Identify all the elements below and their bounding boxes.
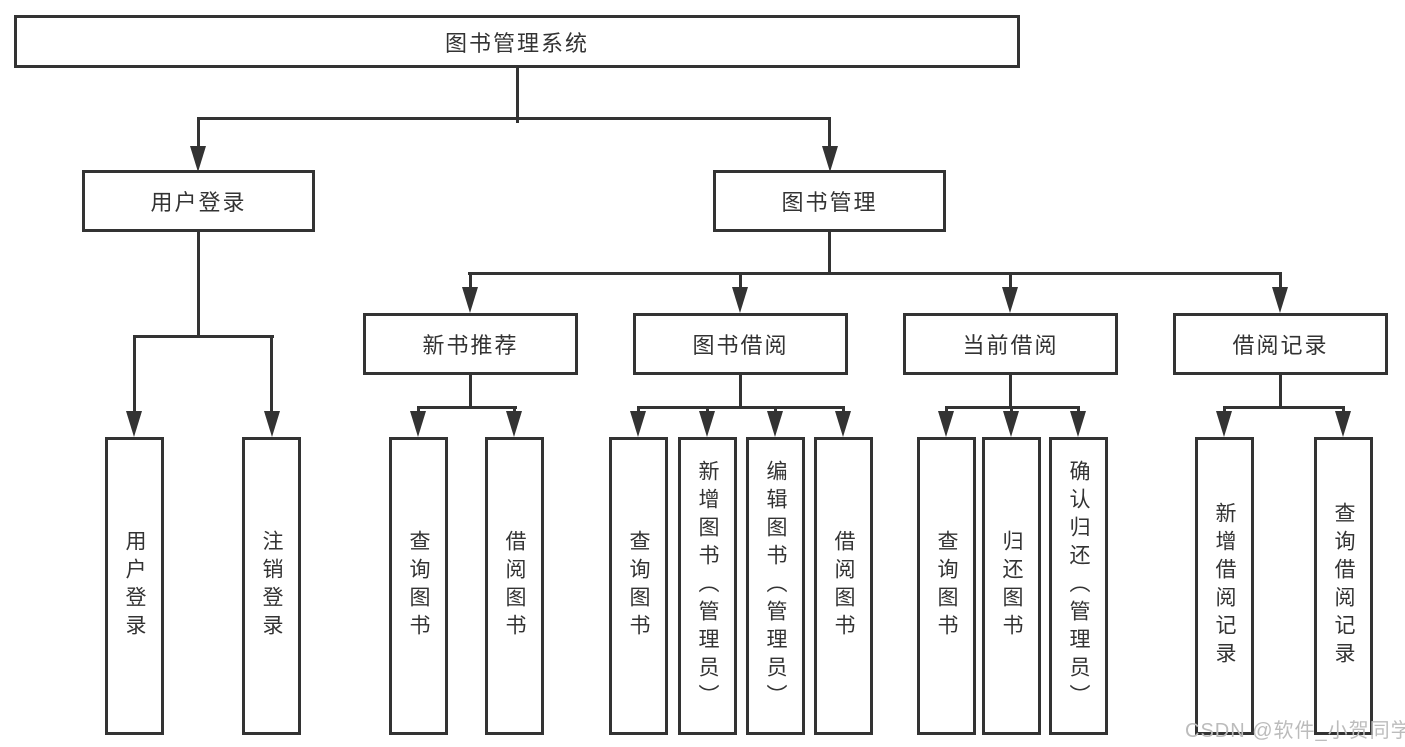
connector-drop-vline — [1077, 406, 1080, 412]
connector-drop-vline — [513, 406, 516, 412]
connector-drop-vline — [417, 406, 420, 412]
connector-drop-vline — [828, 117, 831, 146]
leaf-borrow-books: 借阅图书 — [814, 437, 873, 735]
arrowhead-down-icon — [767, 411, 783, 437]
leaf-edit-book-admin: 编辑图书（管理员） — [746, 437, 805, 735]
node-user-login: 用户登录 — [82, 170, 315, 232]
connector-section-hline — [1223, 406, 1345, 409]
arrowhead-down-icon — [410, 411, 426, 437]
arrowhead-down-icon — [938, 411, 954, 437]
connector-drop-vline — [1342, 406, 1345, 412]
connector-drop-vline — [270, 335, 273, 411]
leaf-query-books: 查询图书 — [389, 437, 448, 735]
connector-section-vline — [1279, 375, 1282, 409]
leaf-query-books: 查询图书 — [917, 437, 976, 735]
arrowhead-down-icon — [126, 411, 142, 437]
arrowhead-down-icon — [1216, 411, 1232, 437]
arrowhead-down-icon — [1335, 411, 1351, 437]
node-borrow-records: 借阅记录 — [1173, 313, 1388, 375]
connector-drop-vline — [774, 406, 777, 412]
node-book-borrow: 图书借阅 — [633, 313, 848, 375]
connector-bookmgmt-hline — [468, 272, 1282, 275]
connector-section-hline — [637, 406, 845, 409]
leaf-query-books: 查询图书 — [609, 437, 668, 735]
connector-drop-vline — [469, 272, 472, 287]
leaf-query-borrow-record: 查询借阅记录 — [1314, 437, 1373, 735]
connector-section-vline — [739, 375, 742, 409]
arrowhead-down-icon — [835, 411, 851, 437]
arrowhead-down-icon — [630, 411, 646, 437]
connector-drop-vline — [739, 272, 742, 287]
connector-drop-vline — [945, 406, 948, 412]
leaf-return-books: 归还图书 — [982, 437, 1041, 735]
connector-root-hline — [197, 117, 831, 120]
arrowhead-down-icon — [1070, 411, 1086, 437]
leaf-logout: 注销登录 — [242, 437, 301, 735]
leaf-borrow-books: 借阅图书 — [485, 437, 544, 735]
connector-drop-vline — [637, 406, 640, 412]
arrowhead-down-icon — [264, 411, 280, 437]
connector-bookmgmt-vline — [828, 232, 831, 275]
connector-drop-vline — [197, 117, 200, 146]
arrowhead-down-icon — [732, 287, 748, 313]
connector-drop-vline — [1010, 406, 1013, 412]
connector-drop-vline — [1223, 406, 1226, 412]
node-new-book-recommend: 新书推荐 — [363, 313, 578, 375]
arrowhead-down-icon — [1002, 287, 1018, 313]
arrowhead-down-icon — [190, 146, 206, 172]
connector-section-vline — [469, 375, 472, 409]
connector-section-hline — [417, 406, 517, 409]
leaf-add-borrow-record: 新增借阅记录 — [1195, 437, 1254, 735]
leaf-confirm-return-admin: 确认归还（管理员） — [1049, 437, 1108, 735]
arrowhead-down-icon — [462, 287, 478, 313]
node-book-management: 图书管理 — [713, 170, 946, 232]
connector-root-vline — [516, 68, 519, 123]
connector-userlogin-vline — [197, 232, 200, 338]
leaf-add-book-admin: 新增图书（管理员） — [678, 437, 737, 735]
csdn-watermark: CSDN @软件_小贺同学 — [1185, 720, 1405, 742]
arrowhead-down-icon — [699, 411, 715, 437]
connector-drop-vline — [706, 406, 709, 412]
arrowhead-down-icon — [1272, 287, 1288, 313]
node-current-borrow: 当前借阅 — [903, 313, 1118, 375]
node-root: 图书管理系统 — [14, 15, 1020, 68]
leaf-user-login: 用户登录 — [105, 437, 164, 735]
connector-section-vline — [1009, 375, 1012, 409]
connector-userlogin-hline — [133, 335, 274, 338]
arrowhead-down-icon — [1003, 411, 1019, 437]
connector-drop-vline — [842, 406, 845, 412]
connector-drop-vline — [1279, 272, 1282, 287]
arrowhead-down-icon — [822, 146, 838, 172]
connector-drop-vline — [1009, 272, 1012, 287]
connector-drop-vline — [133, 335, 136, 411]
arrowhead-down-icon — [506, 411, 522, 437]
